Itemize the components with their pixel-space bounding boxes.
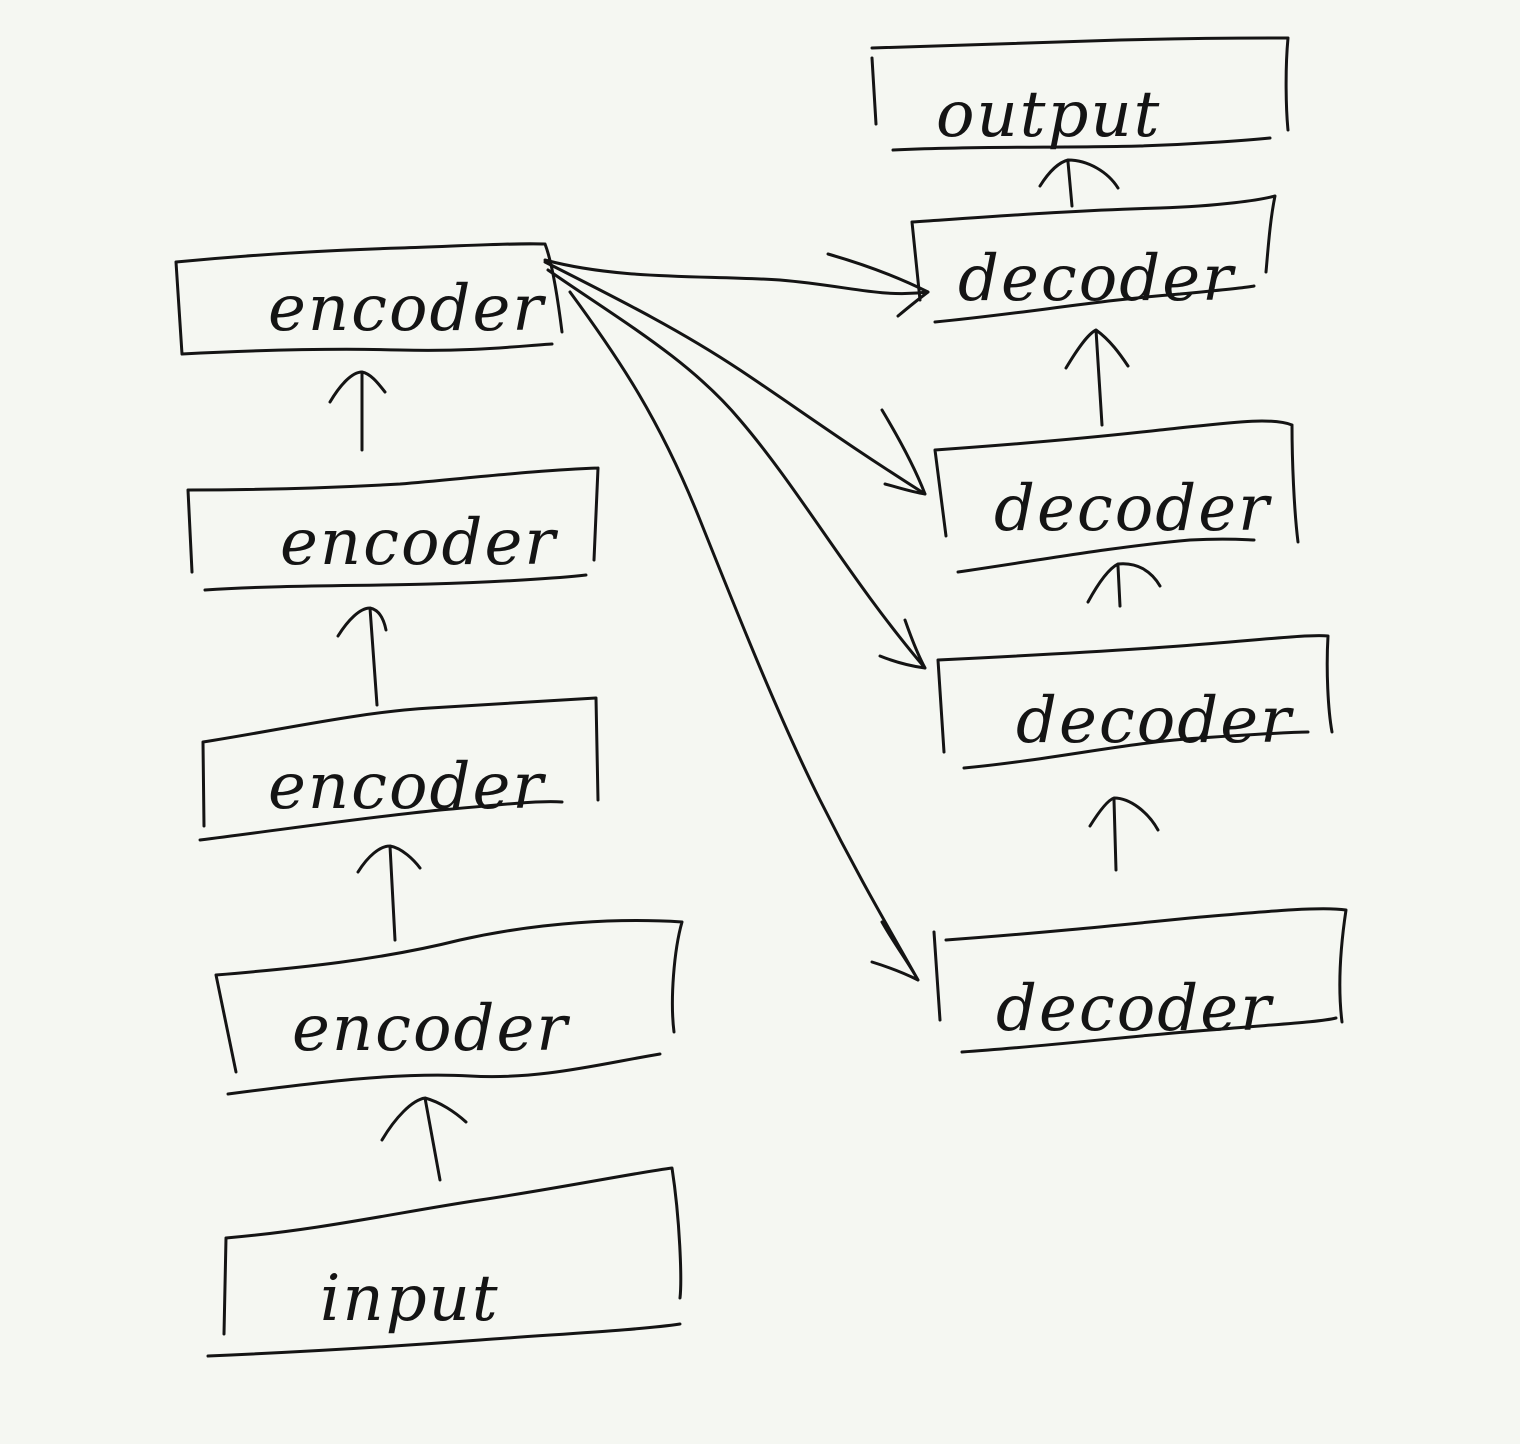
output-box-outline bbox=[870, 36, 1290, 152]
encoder-box-4: encoder bbox=[214, 919, 684, 1096]
arrow-enc2-enc1 bbox=[328, 370, 387, 452]
arrow-input-enc4 bbox=[380, 1096, 468, 1182]
encoder-label-4: encoder bbox=[292, 992, 570, 1066]
arrow-dec4-dec3 bbox=[1088, 796, 1160, 872]
cross-arrow-to-dec1 bbox=[543, 252, 930, 318]
encoder-box-2: encoder bbox=[186, 466, 600, 592]
decoder-box-1-outline bbox=[910, 194, 1277, 324]
encoder-box-3: encoder bbox=[198, 696, 600, 842]
arrow-dec2-dec1 bbox=[1064, 328, 1130, 427]
encoder-box-1: encoder bbox=[174, 242, 564, 356]
arrow-dec1-output bbox=[1038, 158, 1120, 208]
output-label: output bbox=[936, 78, 1161, 152]
arrow-enc4-enc3 bbox=[356, 844, 422, 942]
cross-arrow-to-dec4 bbox=[568, 290, 920, 982]
encoder-label-1: encoder bbox=[268, 272, 546, 346]
decoder-label-3: decoder bbox=[1016, 684, 1294, 758]
input-box: input bbox=[206, 1166, 683, 1358]
decoder-box-1: decoder bbox=[910, 194, 1277, 324]
decoder-box-2: decoder bbox=[933, 419, 1300, 574]
encoder-box-2-outline bbox=[186, 466, 600, 592]
encoder-label-3: encoder bbox=[268, 750, 546, 824]
encoder-box-3-outline bbox=[198, 696, 600, 842]
input-label: input bbox=[320, 1262, 500, 1336]
decoder-label-4: decoder bbox=[996, 972, 1274, 1046]
decoder-label-2: decoder bbox=[994, 472, 1272, 546]
cross-arrow-to-dec2 bbox=[543, 260, 927, 496]
decoder-box-3-outline bbox=[936, 634, 1334, 770]
decoder-box-3: decoder bbox=[936, 634, 1334, 770]
encoder-box-1-outline bbox=[174, 242, 564, 356]
decoder-label-1: decoder bbox=[958, 242, 1236, 316]
decoder-box-4-outline bbox=[932, 907, 1348, 1054]
encoder-box-4-outline bbox=[214, 919, 684, 1096]
arrow-dec3-dec2 bbox=[1086, 562, 1162, 608]
input-box-outline bbox=[206, 1166, 683, 1358]
decoder-box-4: decoder bbox=[932, 907, 1348, 1054]
decoder-box-2-outline bbox=[933, 419, 1300, 574]
arrow-enc3-enc2 bbox=[336, 606, 388, 707]
encoder-label-2: encoder bbox=[280, 506, 558, 580]
output-box: output bbox=[870, 36, 1290, 152]
cross-arrow-to-dec3 bbox=[546, 268, 927, 670]
